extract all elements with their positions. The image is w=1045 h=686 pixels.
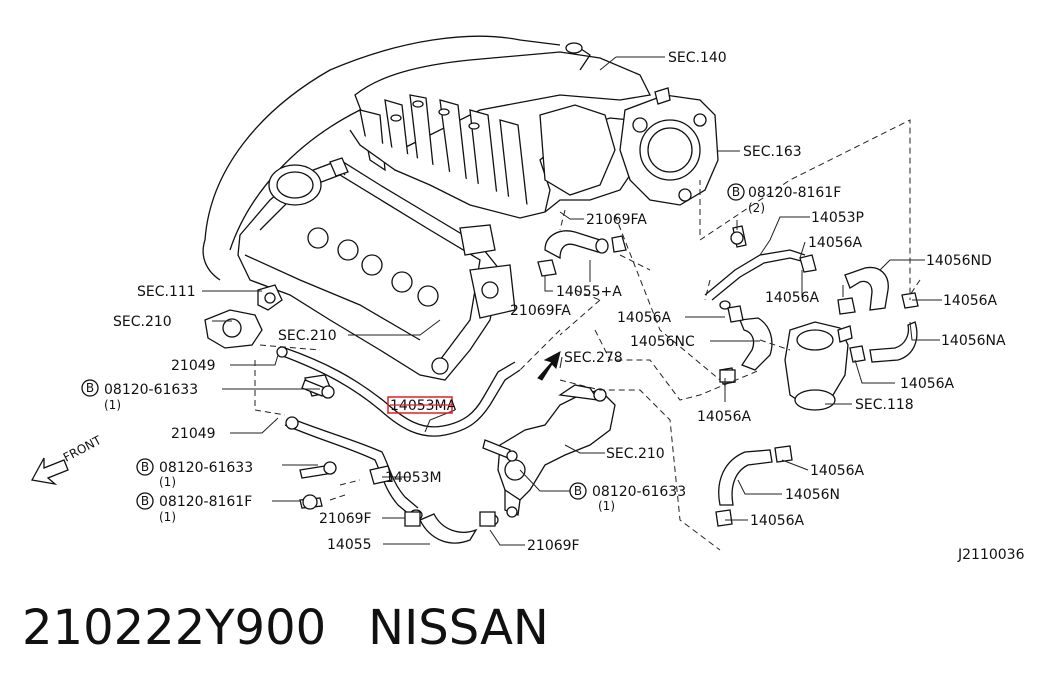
hose-14056nd xyxy=(799,254,889,315)
label-14056a-6[interactable]: 14056A xyxy=(697,409,752,425)
bolt-mark-5: B xyxy=(574,484,582,498)
label-08120-8161f-top[interactable]: 08120-8161F xyxy=(748,185,841,201)
label-qty-1b: (1) xyxy=(159,475,176,489)
label-sec210-right[interactable]: SEC.210 xyxy=(606,446,665,462)
sec278-arrow-icon xyxy=(537,351,561,381)
label-21069f-2[interactable]: 21069F xyxy=(527,538,580,554)
label-21049-2[interactable]: 21049 xyxy=(171,426,216,442)
footer: 210222Y900 NISSAN xyxy=(22,598,549,658)
hose-14056na xyxy=(849,292,919,363)
bolt-markers xyxy=(81,183,745,510)
footer-brand: NISSAN xyxy=(368,600,549,656)
label-14056a-8[interactable]: 14056A xyxy=(750,513,805,529)
label-14055a[interactable]: 14055+A xyxy=(556,284,622,300)
clips xyxy=(404,369,736,527)
bolt-mark-4: B xyxy=(141,494,149,508)
label-sec111[interactable]: SEC.111 xyxy=(137,284,196,300)
valve-cover xyxy=(237,157,516,381)
label-qty-1a: (1) xyxy=(104,398,121,412)
front-arrow-icon xyxy=(30,457,69,486)
label-08120-8161f-2[interactable]: 08120-8161F xyxy=(159,494,252,510)
label-sec210-left[interactable]: SEC.210 xyxy=(113,314,172,330)
label-sec210-mid[interactable]: SEC.210 xyxy=(278,328,337,344)
label-14056a-2[interactable]: 14056A xyxy=(943,293,998,309)
label-qty-2: (2) xyxy=(748,201,765,215)
label-14053p[interactable]: 14053P xyxy=(811,210,864,226)
throttle-body xyxy=(619,87,719,206)
footer-part-number: 210222Y900 xyxy=(22,600,327,656)
label-sec118[interactable]: SEC.118 xyxy=(855,397,914,413)
sec118-housing xyxy=(784,321,853,411)
water-outlet-left xyxy=(204,284,283,349)
label-qty-1d: (1) xyxy=(598,499,615,513)
label-14056na[interactable]: 14056NA xyxy=(941,333,1006,349)
leader-lines xyxy=(202,56,942,546)
label-08120-61633-2[interactable]: 08120-61633 xyxy=(159,460,253,476)
label-14056a-1[interactable]: 14056A xyxy=(808,235,863,251)
label-08120-61633-3[interactable]: 08120-61633 xyxy=(592,484,686,500)
label-14056a-3[interactable]: 14056A xyxy=(765,290,820,306)
label-14056a-7[interactable]: 14056A xyxy=(810,463,865,479)
label-08120-61633-1[interactable]: 08120-61633 xyxy=(104,382,198,398)
hose-14055a xyxy=(537,230,627,277)
label-14053ma[interactable]: 14053MA xyxy=(390,398,457,414)
label-21069fa-2[interactable]: 21069FA xyxy=(510,303,571,319)
label-qty-1c: (1) xyxy=(159,510,176,524)
bolts xyxy=(299,231,744,510)
heater-pipe-14053m xyxy=(284,416,419,516)
label-14053m[interactable]: 14053M xyxy=(385,470,442,486)
label-21069f-1[interactable]: 21069F xyxy=(319,511,372,527)
water-housing xyxy=(497,384,616,518)
bolt-mark-1: B xyxy=(732,185,740,199)
bolt-mark-2: B xyxy=(86,381,94,395)
bolt-mark-3: B xyxy=(141,460,149,474)
reference-dashed-lines xyxy=(254,119,921,551)
label-14056n[interactable]: 14056N xyxy=(785,487,840,503)
drawing-id: J2110036 xyxy=(957,547,1025,563)
hose-14056n xyxy=(715,445,793,527)
label-sec163[interactable]: SEC.163 xyxy=(743,144,802,160)
label-14055[interactable]: 14055 xyxy=(327,537,372,553)
label-front: FRONT xyxy=(61,433,104,465)
label-21049-1[interactable]: 21049 xyxy=(171,358,216,374)
label-14056nd[interactable]: 14056ND xyxy=(926,253,992,269)
label-14056a-4[interactable]: 14056A xyxy=(617,310,672,326)
label-14056nc[interactable]: 14056NC xyxy=(630,334,695,350)
label-sec140[interactable]: SEC.140 xyxy=(668,50,727,66)
label-14056a-5[interactable]: 14056A xyxy=(900,376,955,392)
label-21069fa-1[interactable]: 21069FA xyxy=(586,212,647,228)
intake-manifold xyxy=(349,42,651,219)
label-sec278[interactable]: SEC.278 xyxy=(564,350,623,366)
